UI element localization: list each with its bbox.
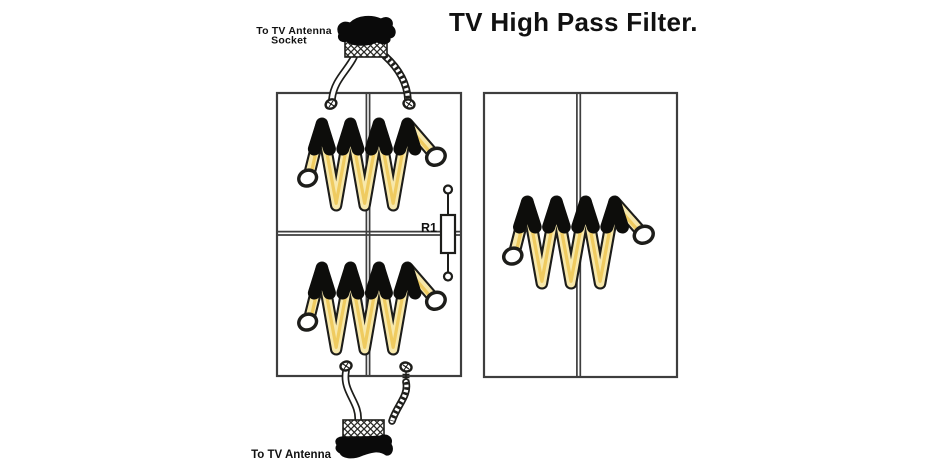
braided-wire-bottom <box>389 381 409 422</box>
resistor-label: R1 <box>421 221 437 235</box>
top-connector-label-line2: Socket <box>271 35 307 47</box>
resistor-r1: R1 <box>421 184 457 282</box>
top-connector-label-line1: To TV Antenna <box>256 25 332 37</box>
braid-sleeve-bottom <box>342 419 385 438</box>
terminal-eyelet-top-right <box>402 98 416 110</box>
left-board-horizontal-divider <box>277 230 461 236</box>
bottom-antenna-connector <box>335 360 413 459</box>
top-antenna-connector <box>324 15 416 110</box>
page-title: TV High Pass Filter. <box>449 7 698 37</box>
top-connector-label: To TV Antenna Socket <box>256 25 332 47</box>
bottom-connector-label: To TV Antenna <box>251 449 331 461</box>
terminal-eyelet-top-left <box>324 98 338 110</box>
antenna-plug-bottom <box>335 434 393 459</box>
antenna-plug-top <box>337 15 396 46</box>
terminal-eyelet-bottom-right <box>399 361 413 373</box>
terminal-eyelet-bottom-left <box>339 360 353 372</box>
